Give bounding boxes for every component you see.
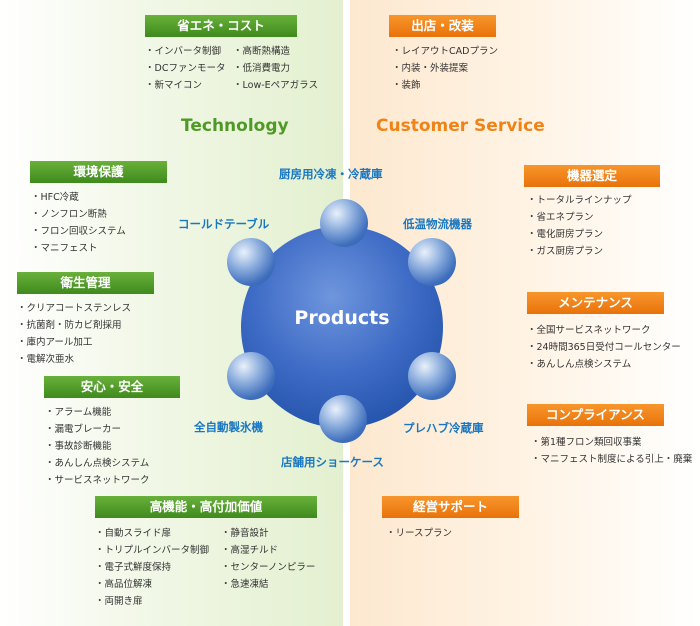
list-item: ・アラーム機能 xyxy=(45,407,112,418)
list-item: ・DCファンモータ xyxy=(145,63,226,74)
list-item: ・レイアウトCADプラン xyxy=(392,46,498,57)
node-label-upper-right: 低温物流機器 xyxy=(403,217,472,231)
node-circle-upper-left xyxy=(227,238,275,286)
safety-list: ・アラーム機能 ・漏電ブレーカー ・事故診断機能 ・あんしん点検システム ・サー… xyxy=(45,404,150,489)
list-item: ・低消費電力 xyxy=(233,63,291,74)
products-hub-label: Products xyxy=(294,307,390,329)
node-circle-upper-right xyxy=(408,238,456,286)
management-support-list: ・リースプラン xyxy=(386,525,452,542)
list-item: ・あんしん点検システム xyxy=(45,458,150,469)
list-item: ・電化厨房プラン xyxy=(527,229,604,240)
store-opening-list: ・レイアウトCADプラン ・内装・外装提案 ・装飾 xyxy=(392,43,498,94)
list-item: ・全国サービスネットワーク xyxy=(527,325,651,336)
list-item: ・HFC冷蔵 xyxy=(31,192,79,203)
list-item: ・リースプラン xyxy=(386,528,453,539)
list-item: ・庫内アール加工 xyxy=(17,337,93,348)
safety-header: 安心・安全 xyxy=(44,376,180,398)
list-item: ・クリアコートステンレス xyxy=(17,303,132,314)
list-item: ・事故診断機能 xyxy=(45,441,112,452)
hygiene-header: 衛生管理 xyxy=(17,272,154,294)
store-opening-header: 出店・改装 xyxy=(389,15,496,37)
list-item: ・トータルラインナップ xyxy=(527,195,632,206)
compliance-header: コンプライアンス xyxy=(527,404,664,426)
list-item: ・静音設計 xyxy=(221,528,269,539)
list-item: ・新マイコン xyxy=(145,80,203,91)
list-item: ・高品位解凍 xyxy=(95,579,153,590)
node-label-lower-left: 全自動製氷機 xyxy=(194,420,263,434)
maintenance-header: メンテナンス xyxy=(527,292,664,314)
list-item: ・抗菌剤・防カビ剤採用 xyxy=(17,320,122,331)
list-item: ・自動スライド扉 xyxy=(95,528,172,539)
node-label-bottom: 店舗用ショーケース xyxy=(281,455,384,469)
list-item: ・第1種フロン類回収事業 xyxy=(531,437,642,448)
list-item: ・内装・外装提案 xyxy=(392,63,469,74)
node-label-lower-right: プレハブ冷蔵庫 xyxy=(403,421,484,435)
list-item: ・装飾 xyxy=(392,80,421,91)
list-item: ・漏電ブレーカー xyxy=(45,424,122,435)
management-support-header: 経営サポート xyxy=(382,496,519,518)
list-item: ・高湿チルド xyxy=(221,545,279,556)
high-function-header: 高機能・高付加価値 xyxy=(95,496,317,518)
high-function-list-2: ・静音設計 ・高湿チルド ・センターノンピラー ・急速凍結 xyxy=(221,525,315,593)
environment-list: ・HFC冷蔵 ・ノンフロン断熱 ・フロン回収システム ・マニフェスト xyxy=(31,189,126,257)
node-circle-bottom xyxy=(319,395,367,443)
list-item: ・トリプルインバータ制御 xyxy=(95,545,210,556)
compliance-list: ・第1種フロン類回収事業 ・マニフェスト制度による引上・廃棄 xyxy=(531,434,692,468)
energy-cost-header: 省エネ・コスト xyxy=(145,15,297,37)
list-item: ・ガス厨房プラン xyxy=(527,246,604,257)
list-item: ・センターノンピラー xyxy=(221,562,316,573)
node-label-upper-left: コールドテーブル xyxy=(178,217,270,231)
energy-cost-list-1: ・インバータ制御 ・DCファンモータ ・新マイコン xyxy=(145,43,225,94)
node-circle-lower-right xyxy=(408,352,456,400)
list-item: ・省エネプラン xyxy=(527,212,594,223)
node-label-top: 厨房用冷凍・冷蔵庫 xyxy=(279,167,383,181)
energy-cost-list-2: ・高断熱構造 ・低消費電力 ・Low-Eペアガラス xyxy=(233,43,318,94)
high-function-list-1: ・自動スライド扉 ・トリプルインバータ制御 ・電子式鮮度保持 ・高品位解凍 ・両… xyxy=(95,525,209,610)
list-item: ・Low-Eペアガラス xyxy=(233,80,318,91)
customer-service-title: Customer Service xyxy=(376,116,545,136)
node-circle-lower-left xyxy=(227,352,275,400)
list-item: ・あんしん点検システム xyxy=(527,359,632,370)
list-item: ・サービスネットワーク xyxy=(45,475,150,486)
equipment-selection-header: 機器選定 xyxy=(524,165,660,187)
list-item: ・電解次亜水 xyxy=(17,354,75,365)
list-item: ・急速凍結 xyxy=(221,579,269,590)
list-item: ・フロン回収システム xyxy=(31,226,126,237)
equipment-selection-list: ・トータルラインナップ ・省エネプラン ・電化厨房プラン ・ガス厨房プラン xyxy=(527,192,632,260)
list-item: ・マニフェスト xyxy=(31,243,98,254)
list-item: ・24時間365日受付コールセンター xyxy=(527,342,681,353)
list-item: ・マニフェスト制度による引上・廃棄 xyxy=(531,454,693,465)
list-item: ・ノンフロン断熱 xyxy=(31,209,107,220)
maintenance-list: ・全国サービスネットワーク ・24時間365日受付コールセンター ・あんしん点検… xyxy=(527,322,681,373)
environment-header: 環境保護 xyxy=(30,161,167,183)
list-item: ・両開き扉 xyxy=(95,596,143,607)
node-circle-top xyxy=(320,199,368,247)
list-item: ・電子式鮮度保持 xyxy=(95,562,172,573)
technology-title: Technology xyxy=(181,116,289,136)
hygiene-list: ・クリアコートステンレス ・抗菌剤・防カビ剤採用 ・庫内アール加工 ・電解次亜水 xyxy=(17,300,131,368)
list-item: ・インバータ制御 xyxy=(145,46,222,57)
list-item: ・高断熱構造 xyxy=(233,46,291,57)
